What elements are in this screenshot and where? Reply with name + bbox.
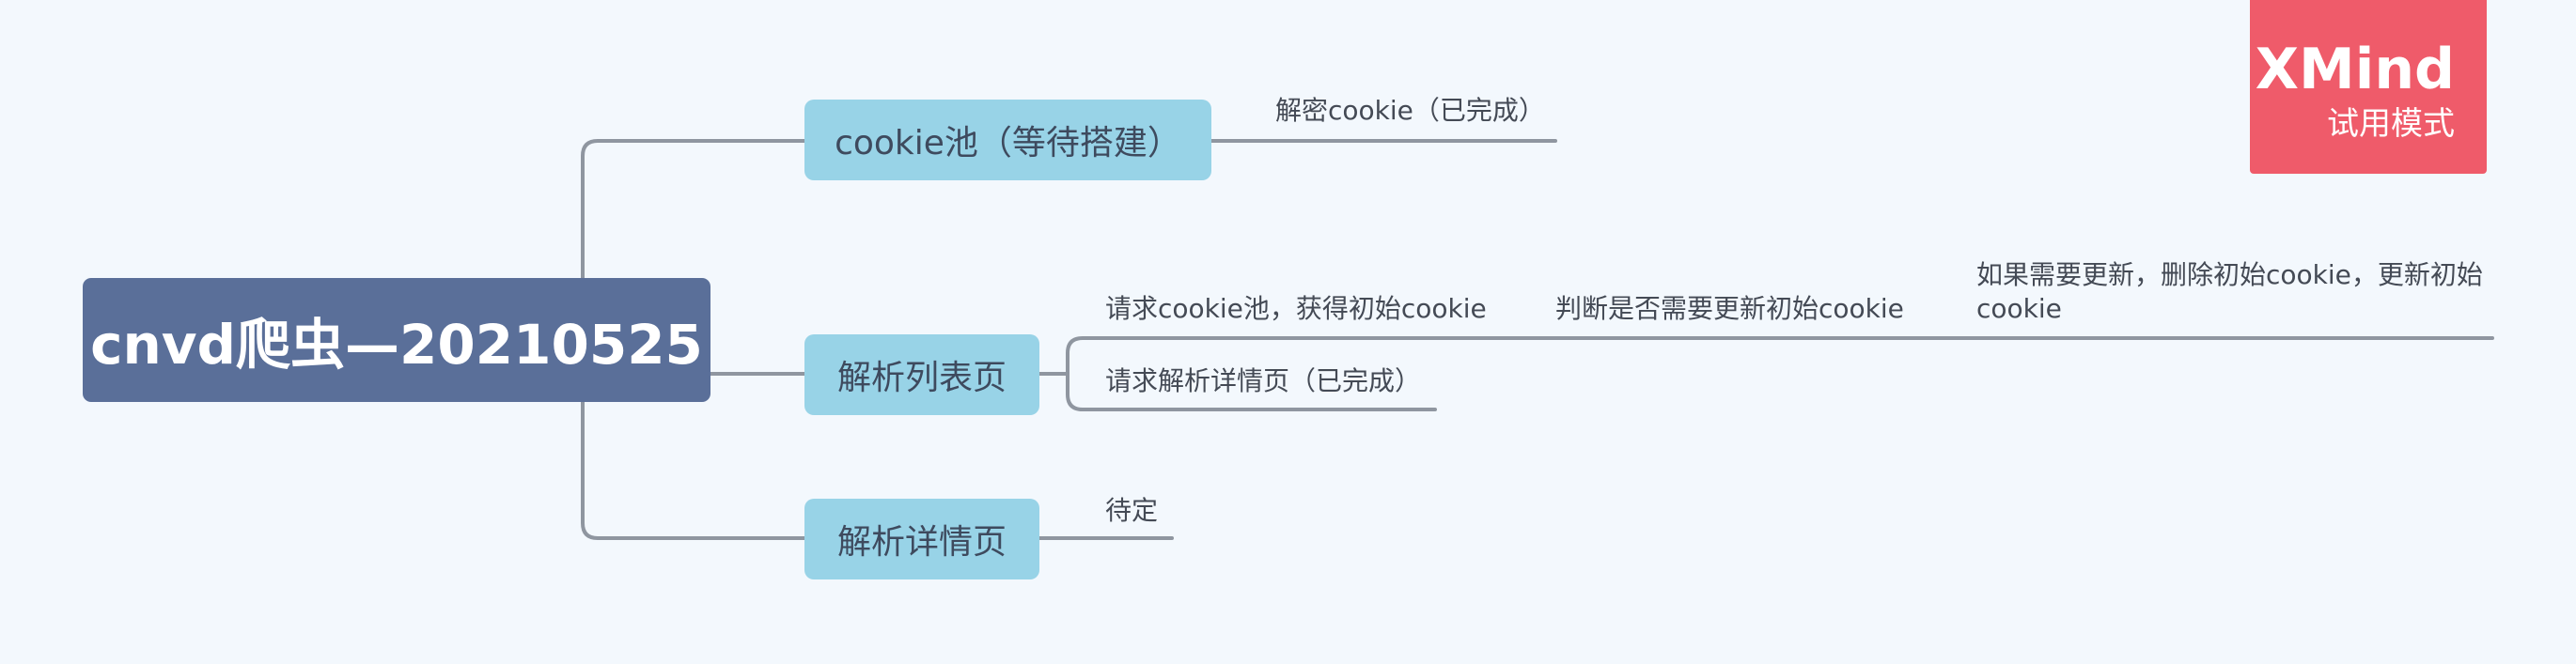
subtopic-judge-update-label: 判断是否需要更新初始cookie	[1555, 293, 1904, 324]
subtopic-decrypt-cookie-label: 解密cookie（已完成）	[1275, 95, 1545, 126]
branch-cookie-pool-label: cookie池（等待搭建）	[835, 124, 1181, 162]
branch-list-page[interactable]: 解析列表页	[804, 334, 1039, 415]
subtopic-request-cookie-pool[interactable]: 请求cookie池，获得初始cookie	[1105, 292, 1487, 326]
branch-detail-page[interactable]: 解析详情页	[804, 499, 1039, 579]
connector-root-to-cookie-pool	[581, 139, 806, 280]
connector-list-page-to-request-detail	[1066, 372, 1437, 411]
root-topic-label: cnvd爬虫—20210525	[90, 313, 703, 377]
connector-list-page-to-request-pool	[1066, 336, 1543, 376]
branch-detail-page-label: 解析详情页	[836, 523, 1007, 562]
subtopic-decrypt-cookie[interactable]: 解密cookie（已完成）	[1275, 94, 1545, 128]
subtopic-pending[interactable]: 待定	[1105, 494, 1158, 528]
xmind-trial-badge: XMind 试用模式	[2250, 0, 2487, 174]
subtopic-update-cookie-line1: 如果需要更新，删除初始cookie，更新初始	[1976, 259, 2483, 290]
subtopic-request-detail-page[interactable]: 请求解析详情页（已完成）	[1105, 364, 1421, 398]
subtopic-judge-update[interactable]: 判断是否需要更新初始cookie	[1555, 292, 1904, 326]
subtopic-update-cookie-line2: cookie	[1976, 293, 2062, 324]
trial-mode-label: 试用模式	[2327, 105, 2455, 143]
subtopic-request-cookie-pool-label: 请求cookie池，获得初始cookie	[1105, 293, 1487, 324]
subtopic-request-detail-page-label: 请求解析详情页（已完成）	[1105, 365, 1422, 396]
subtopic-pending-label: 待定	[1105, 495, 1159, 526]
branch-cookie-pool[interactable]: cookie池（等待搭建）	[804, 100, 1211, 180]
subtopic-update-cookie[interactable]: 如果需要更新，删除初始cookie，更新初始 cookie	[1976, 258, 2483, 326]
branch-list-page-label: 解析列表页	[836, 359, 1007, 397]
root-topic[interactable]: cnvd爬虫—20210525	[83, 278, 710, 402]
xmind-logo: XMind	[2255, 37, 2455, 102]
connector-root-to-detail-page	[581, 400, 806, 540]
